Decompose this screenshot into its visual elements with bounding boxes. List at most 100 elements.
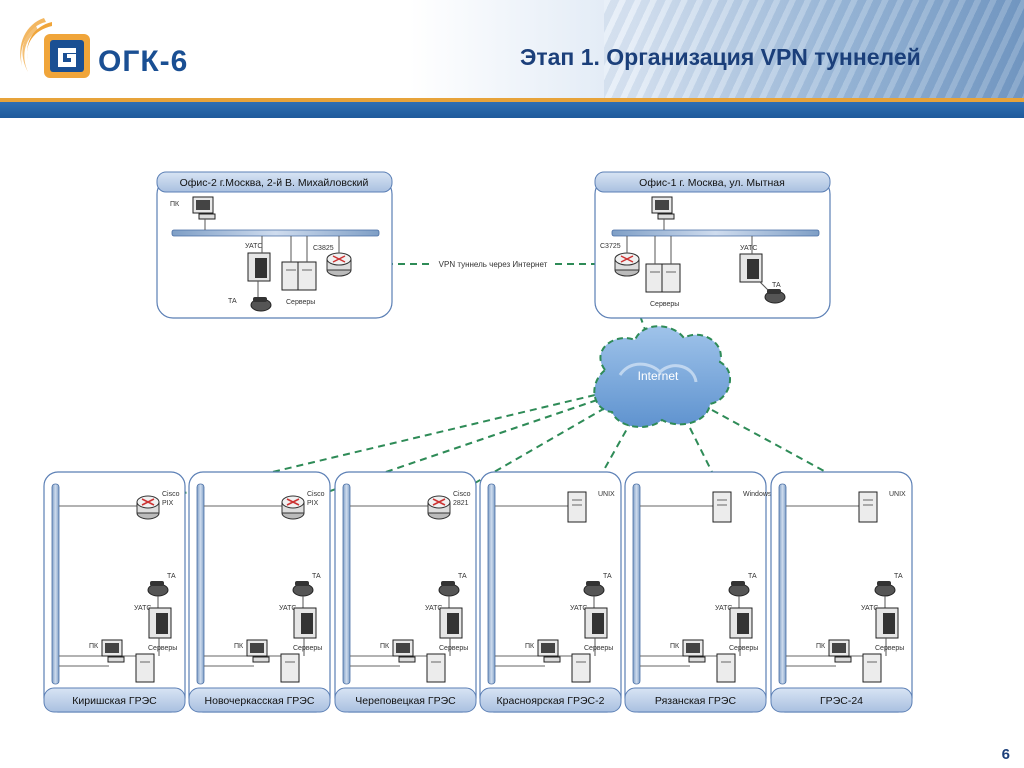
gateway-label-line1: Cisco	[162, 491, 180, 498]
servers-icon	[135, 653, 155, 683]
pc-label: ПК	[380, 643, 390, 650]
station-name: Рязанская ГРЭС	[655, 695, 737, 707]
phone-label: ТА	[458, 573, 467, 580]
servers-label: Серверы	[148, 645, 177, 652]
gateway-label-line2: PIX	[162, 500, 174, 507]
office-2-router-icon	[326, 252, 352, 277]
internet-cloud: Internet	[593, 325, 731, 428]
phone-label: ТА	[748, 573, 757, 580]
pbx-icon	[875, 607, 899, 639]
station-name: ГРЭС-24	[820, 695, 863, 707]
pbx-icon	[729, 607, 753, 639]
gateway-label-line1: Cisco	[307, 491, 325, 498]
gateway-label-line1: Cisco	[453, 491, 471, 498]
gateway-label-line1: Windows	[743, 491, 772, 498]
station-title-bar	[479, 687, 622, 713]
office-1-pbx-label: УАТС	[740, 245, 757, 252]
header-photo	[604, 0, 1024, 98]
pbx-label: УАТС	[134, 605, 151, 612]
office-1-title: Офис-1 г. Москва, ул. Мытная	[639, 177, 785, 189]
servers-label: Серверы	[875, 645, 904, 652]
phone-icon	[292, 581, 314, 597]
office-2-phone-icon	[250, 297, 272, 312]
phone-label: ТА	[603, 573, 612, 580]
servers-icon	[862, 653, 882, 683]
header-blue-stripe	[0, 102, 1024, 118]
pbx-label: УАТС	[861, 605, 878, 612]
station-title-bar	[770, 687, 913, 713]
pc-icon	[101, 639, 125, 663]
pc-label: ПК	[816, 643, 826, 650]
vpn-label: VPN туннель через Интернет	[439, 260, 548, 269]
pbx-icon	[293, 607, 317, 639]
pc-label: ПК	[234, 643, 244, 650]
phone-icon	[583, 581, 605, 597]
pc-label: ПК	[525, 643, 535, 650]
gateway-router-icon	[281, 495, 305, 520]
gateway-label-line2: 2821	[453, 500, 469, 507]
gateway-label-line1: UNIX	[889, 491, 906, 498]
vpn-label-bg	[432, 258, 554, 270]
gateway-router-icon	[427, 495, 451, 520]
gateway-label-line2: PIX	[307, 500, 319, 507]
pc-icon	[828, 639, 852, 663]
header-bar	[0, 0, 1024, 98]
station-title-bar	[624, 687, 767, 713]
station-name: Киришская ГРЭС	[72, 695, 157, 707]
station-title-bar	[334, 687, 477, 713]
pc-label: ПК	[89, 643, 99, 650]
pc-icon	[246, 639, 270, 663]
phone-icon	[147, 581, 169, 597]
servers-icon	[426, 653, 446, 683]
pc-icon	[537, 639, 561, 663]
servers-icon	[280, 653, 300, 683]
vpn-link-ryazan	[689, 427, 727, 501]
office-1-phone-label: ТА	[772, 282, 781, 289]
office-2-servers-icon	[281, 261, 317, 291]
company-logo	[14, 14, 214, 84]
office-1-pbx-icon	[739, 253, 763, 283]
station-bus	[196, 483, 205, 685]
office-2-title: Офис-2 г.Москва, 2-й В. Михайловский	[180, 177, 369, 189]
servers-label: Серверы	[729, 645, 758, 652]
gateway-server-icon	[858, 491, 878, 523]
station-name: Новочеркасская ГРЭС	[205, 695, 315, 707]
gateway-router-icon	[136, 495, 160, 520]
office-1-pc-icon	[651, 196, 675, 220]
pc-icon	[392, 639, 416, 663]
station-title-bar	[43, 687, 186, 713]
office-2-bus	[171, 229, 380, 237]
phone-label: ТА	[312, 573, 321, 580]
station-bus	[487, 483, 496, 685]
office-2-pbx-label: УАТС	[245, 243, 262, 250]
logo-emblem-icon	[20, 18, 90, 78]
office-2-pc-label: ПК	[170, 201, 180, 208]
phone-label: ТА	[167, 573, 176, 580]
pc-icon	[682, 639, 706, 663]
office-1-bus	[611, 229, 820, 237]
office-2-panel: Офис-2 г.Москва, 2-й В. Михайловский ПК …	[156, 171, 393, 319]
vpn-link-novocherkassk	[297, 399, 598, 503]
station-bus	[632, 483, 641, 685]
office-2-phone-label: ТА	[228, 298, 237, 305]
pbx-label: УАТС	[425, 605, 442, 612]
pbx-icon	[148, 607, 172, 639]
internet-label: Internet	[638, 369, 679, 383]
pbx-icon	[439, 607, 463, 639]
station-name: Красноярская ГРЭС-2	[497, 695, 605, 707]
pbx-label: УАТС	[570, 605, 587, 612]
office-1-servers-icon	[645, 263, 681, 293]
servers-label: Серверы	[584, 645, 613, 652]
phone-label: ТА	[894, 573, 903, 580]
office-1-router-label: C3725	[600, 243, 621, 250]
office-1-panel: Офис-1 г. Москва, ул. Мытная C3725 Серве…	[594, 171, 831, 319]
pbx-label: УАТС	[279, 605, 296, 612]
pc-label: ПК	[670, 643, 680, 650]
office-2-pc-icon	[192, 196, 216, 220]
office-1-router-icon	[614, 252, 640, 277]
